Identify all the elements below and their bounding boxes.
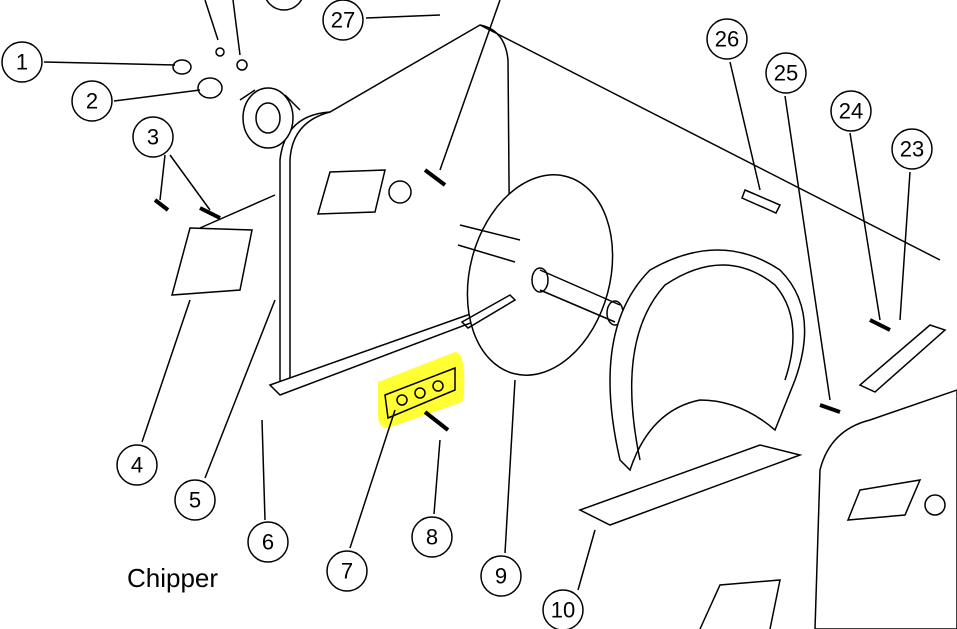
callout-6: 6 [247, 521, 289, 563]
chipper-disc [466, 174, 614, 376]
callout-number: 23 [900, 137, 924, 162]
callout-circle [411, 516, 453, 558]
callout-circle [322, 0, 364, 41]
callout-circle [480, 555, 522, 597]
callout-24: 24 [830, 90, 872, 132]
right-side-plate [814, 389, 957, 629]
diagram-caption: Chipper [127, 563, 219, 593]
callout-27: 27 [322, 0, 364, 41]
chipper-housing [609, 249, 806, 472]
callout-2: 2 [71, 80, 113, 122]
callout-number: 10 [551, 598, 575, 623]
callout-5: 5 [174, 479, 216, 521]
callout-circle [132, 116, 174, 158]
callout-3: 3 [132, 116, 174, 158]
callout-25: 25 [765, 52, 807, 94]
callout-number: 4 [131, 453, 143, 478]
callout-circle [71, 80, 113, 122]
discharge-chute [578, 444, 803, 526]
access-plate [171, 227, 253, 296]
callout-number: 24 [839, 99, 863, 124]
callout-26: 26 [706, 18, 748, 60]
part-7-plate [384, 366, 456, 420]
part-7-highlight [378, 352, 465, 428]
callout-number: 25 [774, 61, 798, 86]
callout-7: 7 [326, 550, 368, 592]
bearing-flange [242, 87, 294, 149]
callout-number: 9 [495, 564, 507, 589]
callout-9: 9 [480, 555, 522, 597]
callout-8: 8 [411, 516, 453, 558]
callout-number: 1 [16, 50, 28, 75]
callout-number: 27 [331, 8, 355, 33]
callout-number: 7 [341, 559, 353, 584]
callout-circle [706, 18, 748, 60]
callout-1: 1 [1, 41, 43, 83]
callout-circle [116, 444, 158, 486]
shaft [457, 224, 621, 323]
callout-circle [765, 52, 807, 94]
callout-number: 6 [262, 530, 274, 555]
callout-circle [830, 90, 872, 132]
callout-circle [247, 521, 289, 563]
callout-number: 8 [426, 525, 438, 550]
callout-23: 23 [891, 128, 933, 170]
callout-circle [1, 41, 43, 83]
callout-4: 4 [116, 444, 158, 486]
callout-number: 3 [147, 125, 159, 150]
callout-number: 26 [715, 27, 739, 52]
callout-number: 5 [189, 488, 201, 513]
callout-circle [326, 550, 368, 592]
callout-number: 2 [86, 89, 98, 114]
callout-10: 10 [542, 589, 584, 629]
callout-circle [891, 128, 933, 170]
callout-cutoff [265, 0, 303, 11]
callout-circle [542, 589, 584, 629]
callout-circle [174, 479, 216, 521]
